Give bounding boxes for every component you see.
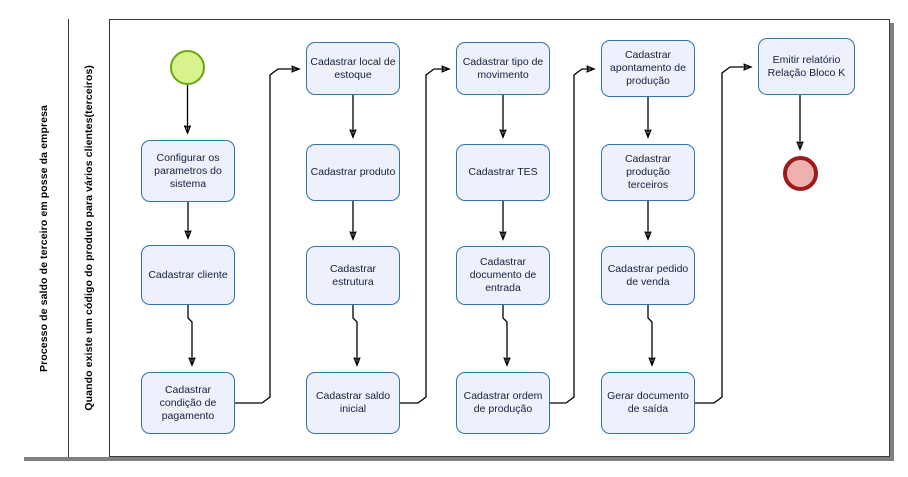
- task-cadastrar-tipo-movimento[interactable]: Cadastrar tipo de movimento: [456, 42, 550, 95]
- lane-label-1: Quando existe um código do produto para …: [83, 65, 95, 411]
- task-cadastrar-local-estoque[interactable]: Cadastrar local de estoque: [306, 42, 400, 95]
- task-gerar-documento-saida[interactable]: Gerar documento de saída: [601, 372, 695, 434]
- lane-label-0: Processo de saldo de terceiro em posse d…: [38, 104, 50, 372]
- pool-shadow-bottom: [24, 457, 894, 461]
- task-cadastrar-ordem-producao[interactable]: Cadastrar ordem de produção: [456, 372, 550, 434]
- task-cadastrar-cliente[interactable]: Cadastrar cliente: [141, 245, 235, 305]
- task-cadastrar-documento-entrada[interactable]: Cadastrar documento de entrada: [456, 246, 550, 305]
- task-configurar-parametros[interactable]: Configurar os parametros do sistema: [141, 140, 235, 202]
- pool-shadow-right: [890, 23, 894, 461]
- task-cadastrar-saldo-inicial[interactable]: Cadastrar saldo inicial: [306, 372, 400, 434]
- start-event[interactable]: [170, 50, 205, 85]
- task-cadastrar-producao-terceiros[interactable]: Cadastrar produção terceiros: [601, 144, 695, 201]
- task-cadastrar-condicao-pagamento[interactable]: Cadastrar condição de pagamento: [141, 372, 235, 434]
- task-cadastrar-pedido-venda[interactable]: Cadastrar pedido de venda: [601, 246, 695, 305]
- lane-header-condition: Quando existe um código do produto para …: [69, 19, 110, 457]
- task-emitir-relatorio-bloco-k[interactable]: Emitir relatório Relação Bloco K: [758, 38, 855, 95]
- task-cadastrar-tes[interactable]: Cadastrar TES: [456, 144, 550, 201]
- end-event[interactable]: [783, 156, 818, 191]
- task-cadastrar-estrutura[interactable]: Cadastrar estrutura: [306, 246, 400, 305]
- lane-header-process: Processo de saldo de terceiro em posse d…: [20, 19, 69, 457]
- task-cadastrar-produto[interactable]: Cadastrar produto: [306, 144, 400, 201]
- task-cadastrar-apontamento-producao[interactable]: Cadastrar apontamento de produção: [601, 40, 695, 97]
